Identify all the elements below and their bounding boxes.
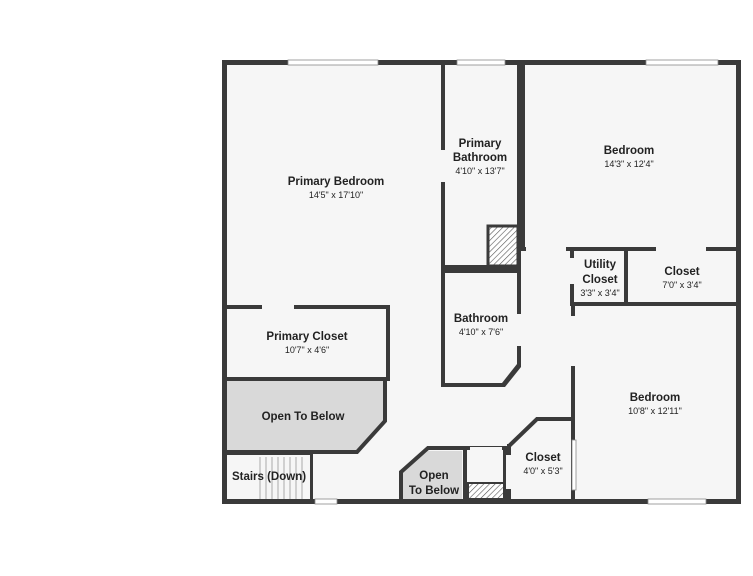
label-primary-bathroom-1: Primary: [459, 138, 502, 150]
window-bedroom-bottom: [647, 498, 707, 505]
door-bedroom-top: [526, 246, 566, 252]
label-open-to-below-small-1: Open: [419, 470, 448, 482]
door-primary-bath: [440, 150, 446, 182]
outer-wall-left: [222, 60, 227, 504]
wall-primary-bath-right: [517, 65, 521, 268]
door-chase: [470, 447, 502, 453]
wall-chase-right: [503, 448, 507, 499]
door-small-closet: [506, 455, 512, 489]
label-bedroom-bottom: Bedroom: [630, 392, 680, 404]
wall-primary-closet-right: [386, 305, 390, 381]
dims-bedroom-bottom: 10'8" x 12'11": [628, 406, 682, 416]
open-to-below-left-area: [227, 381, 383, 451]
stair-treads: [259, 457, 303, 499]
label-closet-small: Closet: [525, 452, 560, 464]
label-primary-bedroom: Primary Bedroom: [288, 176, 385, 188]
dims-closet-right: 7'0" x 3'4": [662, 280, 701, 290]
wall-primary-bath-bottom: [445, 265, 521, 269]
label-closet-right: Closet: [664, 266, 699, 278]
door-utility: [569, 258, 575, 284]
window-primary-bath: [456, 59, 506, 66]
wall-chase-left: [463, 448, 467, 499]
window-bedroom-top: [645, 59, 719, 66]
door-bedroom-bottom: [570, 316, 576, 366]
label-stairs: Stairs (Down): [232, 471, 306, 483]
dims-closet-small: 4'0" x 5'3": [523, 466, 562, 476]
wall-bedroom-bottom-left: [571, 306, 575, 499]
wall-stairs-top: [227, 452, 313, 455]
door-bathroom: [516, 314, 522, 346]
wall-closets-bottom: [570, 302, 736, 306]
chase-hatch-lower: [467, 482, 505, 500]
label-bedroom-top: Bedroom: [604, 145, 654, 157]
label-bathroom: Bathroom: [454, 313, 508, 325]
outer-wall-right: [736, 60, 741, 504]
dims-bathroom: 4'10" x 7'6": [459, 327, 503, 337]
chase-hatch-upper: [486, 224, 520, 268]
wall-bathroom-top: [442, 269, 521, 273]
outer-wall-bottom: [222, 499, 741, 504]
label-open-to-below-left: Open To Below: [262, 411, 345, 423]
wall-primary-closet-top: [227, 305, 390, 309]
wall-bathroom-bottom: [441, 364, 521, 387]
dims-primary-closet: 10'7" x 4'6": [285, 345, 329, 355]
label-open-to-below-small-2: To Below: [409, 485, 459, 497]
wall-stairs-right: [310, 455, 313, 499]
door-closet-right: [656, 246, 706, 252]
label-utility-2: Closet: [582, 274, 617, 286]
dims-primary-bedroom: 14'5" x 17'10": [309, 190, 363, 200]
label-primary-bathroom-2: Bathroom: [453, 152, 507, 164]
wall-primary-closet-bottom: [227, 377, 390, 381]
window-small-closet: [571, 439, 577, 491]
wall-primary-bed-right: [441, 65, 445, 305]
dims-bedroom-top: 14'3" x 12'4": [604, 159, 653, 169]
window-stairs: [314, 498, 338, 505]
wall-open-to-below-small: [399, 446, 509, 499]
window-primary-bed: [287, 59, 379, 66]
wall-bathroom-left: [441, 269, 445, 387]
wall-small-closet: [507, 417, 573, 448]
dims-utility: 3'3" x 3'4": [580, 288, 619, 298]
label-utility-1: Utility: [584, 259, 617, 271]
wall-bedroom-top-bottom: [521, 247, 736, 251]
wall-bedroom-top-left: [521, 65, 525, 250]
door-primary-closet: [262, 304, 294, 310]
dims-primary-bathroom: 4'10" x 13'7": [455, 166, 504, 176]
wall-utility-right: [624, 247, 628, 305]
label-primary-closet: Primary Closet: [266, 331, 347, 343]
door-hall-primary: [390, 329, 440, 335]
open-to-below-small-area: [402, 451, 462, 499]
